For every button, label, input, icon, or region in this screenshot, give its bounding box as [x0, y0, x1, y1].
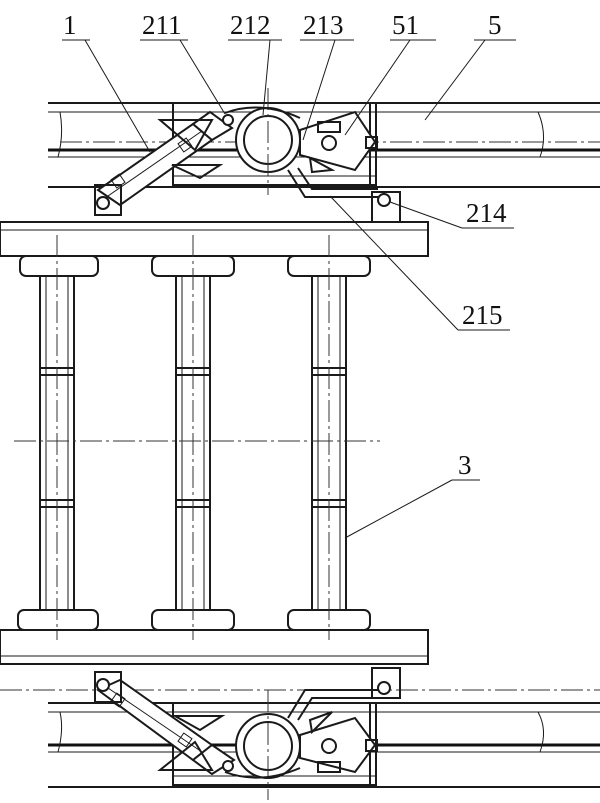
upper-crossbeam [0, 221, 429, 257]
bottom-cylinder [94, 671, 236, 776]
top-cylinder [94, 110, 234, 216]
leader-lines [62, 39, 516, 539]
bottom-link [299, 711, 378, 774]
top-disc [222, 88, 301, 195]
bottom-rod [287, 667, 401, 721]
label-51: 51 [392, 10, 419, 40]
label-215: 215 [462, 300, 503, 330]
bottom-wedge [157, 715, 226, 771]
column-left [17, 235, 99, 640]
lower-crossbeam [0, 629, 429, 665]
top-wedge [157, 119, 224, 180]
top-rod [287, 167, 401, 223]
top-link [299, 110, 378, 174]
label-3: 3 [458, 450, 472, 480]
label-1: 1 [63, 10, 77, 40]
label-5: 5 [488, 10, 502, 40]
callout-labels: 1 211 212 213 51 5 214 215 3 [63, 10, 507, 480]
column-middle [151, 235, 235, 640]
label-214: 214 [466, 198, 507, 228]
label-212: 212 [230, 10, 271, 40]
label-211: 211 [142, 10, 182, 40]
bottom-disc [222, 690, 301, 800]
label-213: 213 [303, 10, 344, 40]
column-right [287, 235, 371, 640]
